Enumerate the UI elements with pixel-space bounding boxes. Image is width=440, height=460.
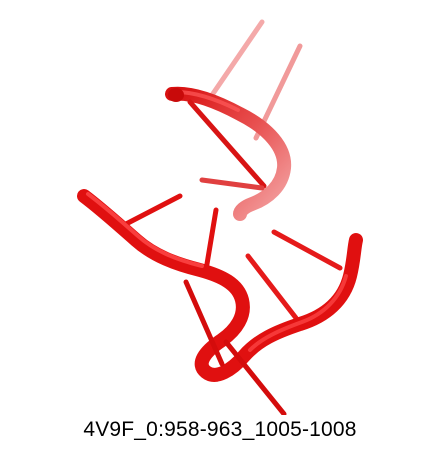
backbone-highlight: [86, 192, 204, 268]
base-stick: [207, 19, 265, 101]
base-stick: [123, 193, 183, 227]
upper-base-sticks-front: [187, 99, 267, 191]
base-stick: [223, 339, 287, 415]
base-stick: [245, 253, 299, 321]
rna-structure-render: [77, 19, 363, 415]
base-stick: [199, 177, 265, 191]
lower-base-sticks-back: [123, 193, 343, 321]
structure-caption: 4V9F_0:958-963_1005-1008: [83, 418, 357, 441]
strand-end-cap: [168, 88, 184, 102]
backbone-highlight: [248, 274, 348, 352]
lower-backbone: [77, 189, 363, 382]
upper-backbone: [165, 86, 292, 221]
base-stick: [203, 207, 219, 273]
base-stick: [271, 229, 343, 271]
backbone-tube: [77, 189, 363, 382]
base-stick: [187, 99, 267, 189]
lower-base-sticks-front: [183, 279, 287, 415]
backbone-tube: [165, 86, 292, 221]
base-stick: [183, 279, 225, 367]
